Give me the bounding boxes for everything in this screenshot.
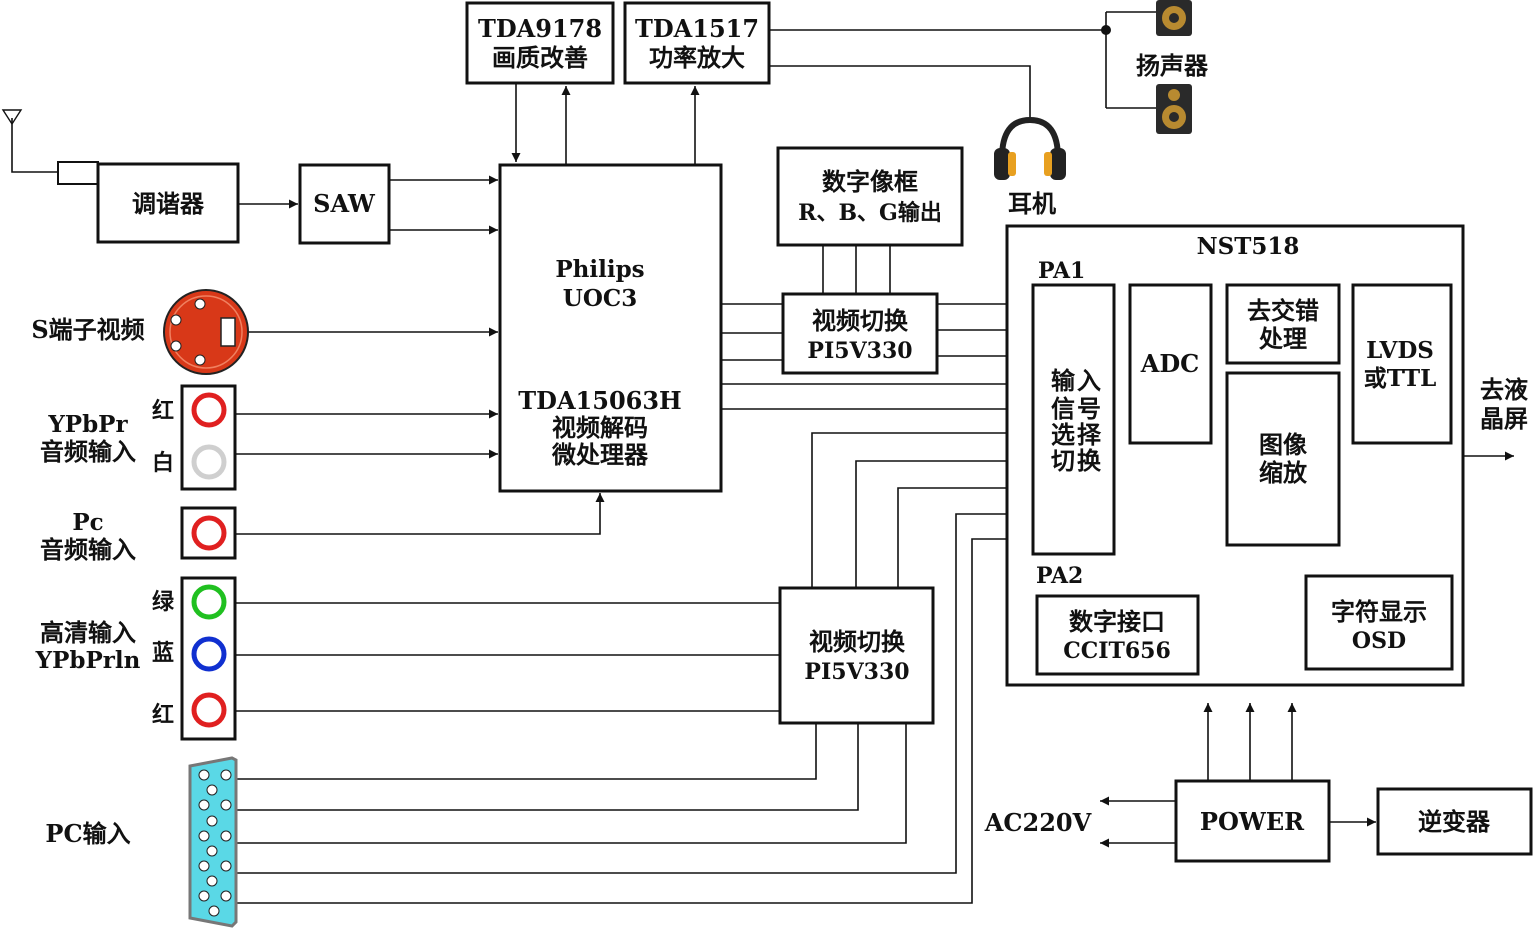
digital-frame-outputs: R、B、G输出 [798,200,942,226]
scaler-title: 图像 [1259,430,1308,459]
speaker-icon [1156,84,1192,134]
pa2-label: PA2 [1036,563,1083,589]
tda1517-function: 功率放大 [649,43,745,72]
digital-port-title: 数字接口 [1069,607,1165,636]
input-select-char-3: 信 [1051,394,1075,423]
ypbpr-white-label: 白 [152,450,174,476]
rca-jack-icon [191,692,227,728]
input-select-char-2: 入 [1077,366,1101,395]
video-switch-bottom-title: 视频切换 [809,627,906,656]
main-chip-family: UOC3 [563,285,637,312]
tuner-block: 调谐器 [96,162,240,244]
main-chip-function-1: 视频解码 [552,413,648,442]
tda9178-block: TDA9178 画质改善 [465,1,615,85]
ypbpr-audio-label-2: 音频输入 [40,437,136,466]
rca-jack-icon [191,392,227,428]
lvds-title: LVDS [1366,337,1434,364]
speaker-icon [1156,0,1192,36]
pc-audio-label-2: 音频输入 [40,535,136,564]
speaker-label: 扬声器 [1136,51,1209,80]
digital-frame-title: 数字像框 [822,167,918,196]
rca-jack-icon [191,444,227,480]
rca-jack-icon [191,636,227,672]
power-label: POWER [1200,807,1305,836]
saw-block: SAW [298,163,391,245]
main-chip-function-2: 微处理器 [551,440,649,469]
osd-sub: OSD [1352,628,1406,654]
headphone-label: 耳机 [1008,189,1056,218]
osd-title: 字符显示 [1331,597,1427,626]
video-switch-top-block: 视频切换 PI5V330 [781,292,939,375]
video-switch-bottom-model: PI5V330 [804,659,909,685]
digital-port-model: CCIT656 [1063,638,1171,664]
pc-input-label: PC输入 [45,819,130,848]
video-switch-top-model: PI5V330 [807,338,912,364]
to-lcd-label-1: 去液 [1480,375,1528,404]
deinterlace-title: 去交错 [1247,296,1319,325]
input-select-char-1: 输 [1051,366,1076,395]
pc-audio-label-1: Pc [72,509,103,536]
rca-jack-icon [191,515,227,551]
hd-blue-label: 蓝 [152,640,174,666]
hd-red-label: 红 [152,702,174,728]
ac220v-label: AC220V [984,808,1092,837]
saw-label: SAW [313,189,376,218]
deinterlace-sub: 处理 [1258,324,1307,353]
ypbpr-audio-label-1: YPbPr [47,411,128,438]
adc-label: ADC [1140,349,1200,378]
tuner-label: 调谐器 [132,189,205,218]
svideo-label: S端子视频 [31,315,144,344]
lvds-sub: 或TTL [1364,365,1437,392]
junction-dot [1101,25,1111,35]
inverter-block: 逆变器 [1376,787,1533,856]
tda9178-function: 画质改善 [492,43,588,72]
tda1517-model: TDA1517 [635,14,759,43]
main-chip-brand: Philips [555,256,644,283]
nst518-title: NST518 [1197,233,1300,260]
vga-connector-icon [188,756,238,928]
tda1517-block: TDA1517 功率放大 [623,1,771,85]
input-select-char-5: 选 [1051,420,1075,449]
scaler-sub: 缩放 [1259,458,1308,487]
svideo-connector-icon [163,289,249,375]
main-chip-model: TDA15063H [518,386,681,415]
ypbpr-red-label: 红 [152,398,174,424]
hd-input-label-1: 高清输入 [40,618,136,647]
nst518-block: NST518 PA1 PA2 输 入 信 号 选 择 切 换 ADC 去交错 处… [1005,224,1465,687]
inverter-label: 逆变器 [1418,807,1491,836]
digital-frame-block: 数字像框 R、B、G输出 [776,146,964,247]
main-chip-block: Philips UOC3 TDA15063H 视频解码 微处理器 [498,163,723,493]
rca-jack-icon [191,584,227,620]
video-switch-bottom-block: 视频切换 PI5V330 [778,586,935,725]
input-select-char-4: 号 [1077,394,1101,423]
to-lcd-label-2: 晶屏 [1480,404,1528,433]
power-block: POWER [1174,779,1331,863]
video-switch-top-title: 视频切换 [812,306,909,335]
hd-green-label: 绿 [152,589,175,615]
input-select-char-7: 切 [1051,446,1075,475]
headphone-icon [994,116,1066,180]
input-select-char-8: 换 [1077,446,1102,475]
tda9178-model: TDA9178 [478,14,602,43]
pa1-label: PA1 [1038,258,1085,284]
input-select-char-6: 择 [1077,420,1102,449]
hd-input-label-2: YPbPrln [35,647,141,674]
antenna-icon [1,109,99,185]
